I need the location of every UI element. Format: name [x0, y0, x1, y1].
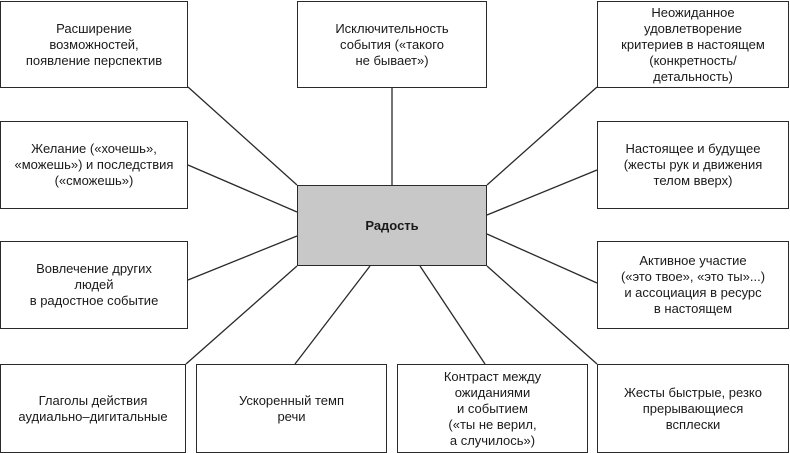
node-unexpected: Неожиданное удовлетворение критериев в н… [597, 1, 789, 88]
node-verbs: Глаголы действия аудиально–дигитальные [0, 364, 186, 453]
connector-present-future [486, 169, 598, 216]
node-present-future-text: Настоящее и будущее (жесты рук и движени… [623, 141, 763, 188]
node-involvement: Вовлечение других людей в радостное собы… [0, 241, 188, 329]
node-active-text: Активное участие («это твое», «это ты»..… [620, 253, 766, 316]
center-node: Радость [297, 185, 487, 266]
node-expansion: Расширение возможностей, появление персп… [0, 1, 188, 88]
node-exclusivity-text: Исключительность события («такого не быв… [335, 20, 449, 68]
connector-verbs [185, 265, 298, 365]
node-involvement-text: Вовлечение других людей в радостное собы… [29, 261, 159, 308]
connector-tempo [294, 265, 371, 365]
node-expansion-text: Расширение возможностей, появление персп… [25, 20, 163, 68]
connector-involvement [187, 235, 298, 281]
connector-contrast [419, 265, 486, 365]
connector-gestures [486, 265, 598, 365]
connector-unexpected [486, 86, 598, 186]
node-tempo: Ускоренный темп речи [196, 364, 387, 453]
node-active: Активное участие («это твое», «это ты»..… [597, 241, 789, 329]
connector-active [486, 233, 598, 284]
node-gestures-text: Жесты быстрые, резко прерывающиеся вспле… [624, 384, 762, 432]
node-desire: Желание («хочешь», «можешь») и последств… [0, 121, 188, 209]
node-desire-text: Желание («хочешь», «можешь») и последств… [14, 141, 174, 188]
center-label: Радость [365, 217, 419, 233]
node-gestures: Жесты быстрые, резко прерывающиеся вспле… [597, 364, 789, 453]
connector-desire [187, 164, 298, 213]
node-unexpected-text: Неожиданное удовлетворение критериев в н… [621, 4, 765, 84]
node-contrast-text: Контраст между ожиданиями и событием («т… [443, 368, 542, 448]
node-verbs-text: Глаголы действия аудиально–дигитальные [18, 392, 168, 424]
node-tempo-text: Ускоренный темп речи [238, 392, 344, 424]
node-contrast: Контраст между ожиданиями и событием («т… [397, 364, 588, 453]
node-present-future: Настоящее и будущее (жесты рук и движени… [597, 121, 789, 209]
connector-expansion [187, 86, 298, 186]
node-exclusivity: Исключительность события («такого не быв… [297, 1, 487, 88]
